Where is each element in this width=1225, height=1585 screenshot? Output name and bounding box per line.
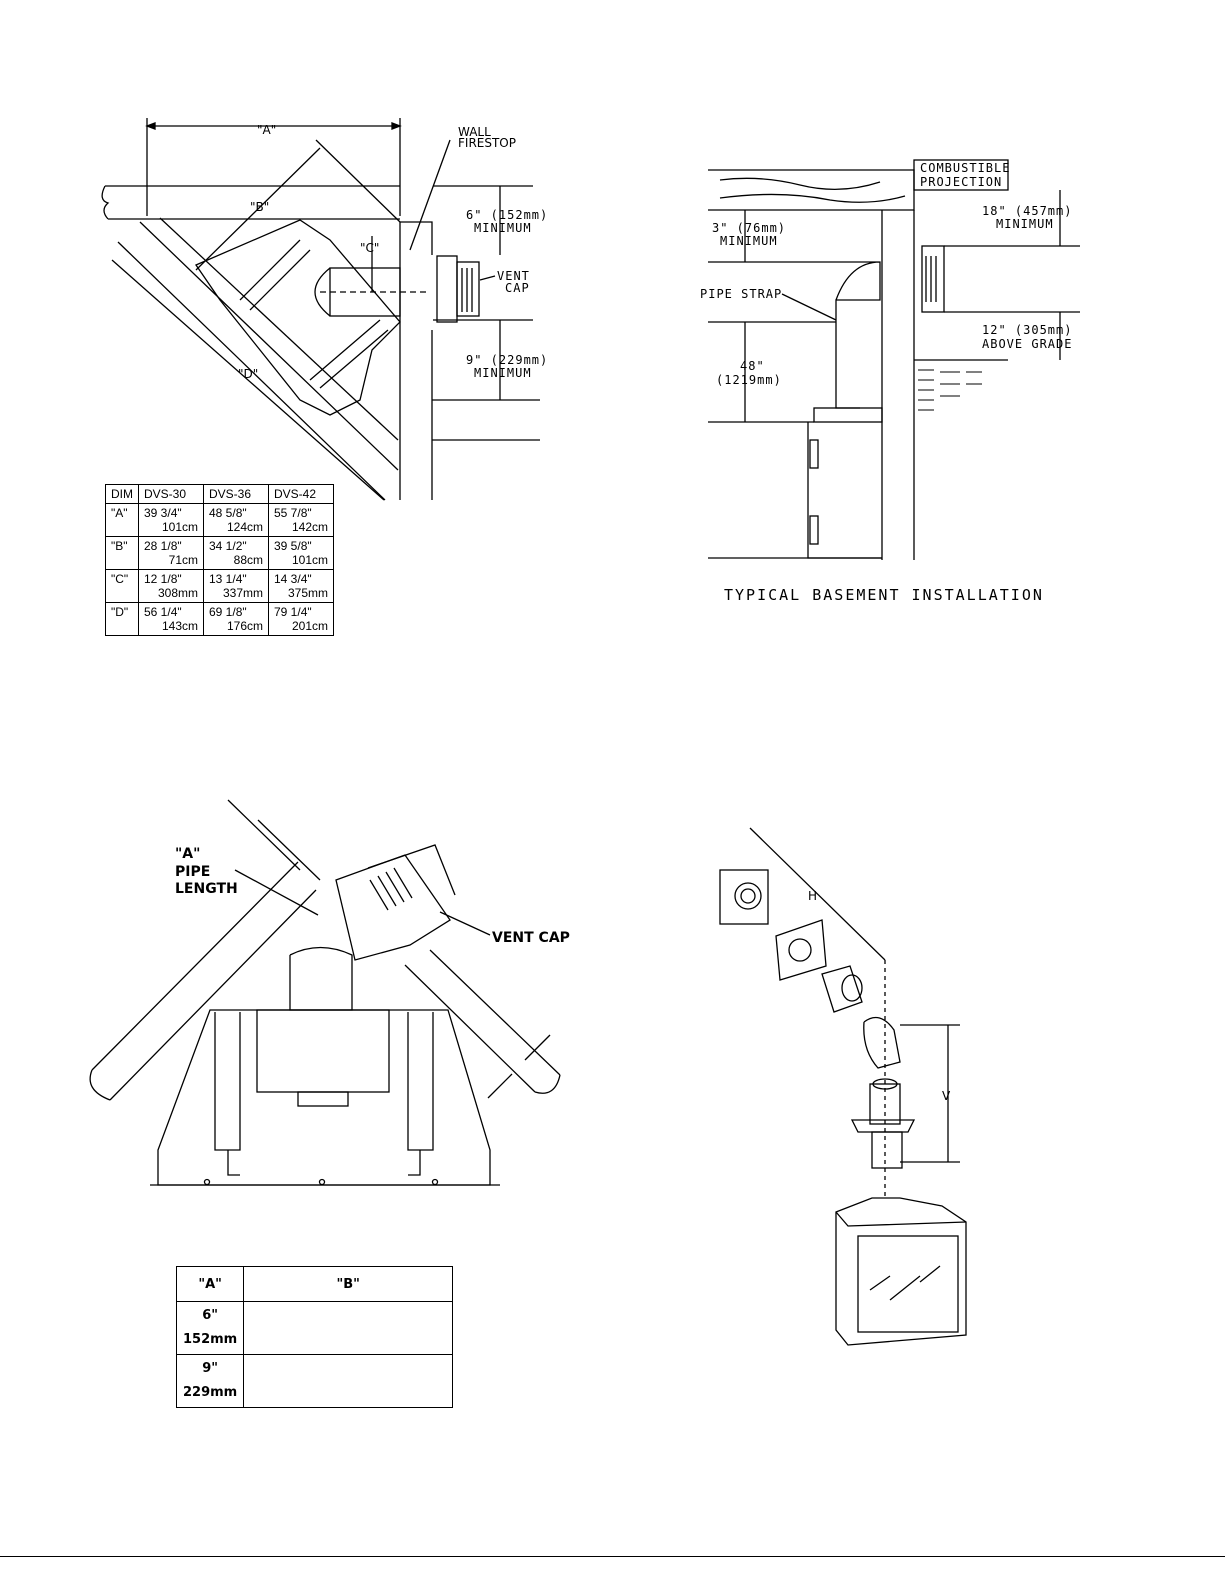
vent-cap — [436, 255, 458, 323]
combustible-projection — [708, 169, 915, 211]
value-cell: 13 1/4"337mm — [203, 569, 269, 603]
vent-elbow — [863, 1016, 901, 1069]
footer-rule — [0, 1556, 1225, 1557]
value-cell: 12 1/8"308mm — [138, 569, 204, 603]
table-row: 6"152mm — [175, 1301, 454, 1355]
b-value-cell — [243, 1301, 454, 1355]
a-value-cell: 9"229mm — [175, 1354, 245, 1408]
label-c: "C" — [360, 241, 379, 255]
vent-cap-label: VENT CAP — [492, 930, 570, 946]
combustible-label-box — [913, 159, 1009, 191]
min6-line2: MINIMUM — [474, 221, 532, 235]
value-cell: 48 5/8"124cm — [203, 503, 269, 537]
fireplace-glass — [857, 1235, 959, 1333]
value-cell: 69 1/8"176cm — [203, 602, 269, 636]
corner-vent-cross-section: "A" PIPE LENGTH VENT CAP — [89, 799, 570, 1186]
dim-cell: "A" — [105, 503, 139, 537]
ceiling-firestop — [850, 1119, 916, 1133]
height48-line1: 48" — [740, 359, 765, 373]
table-row: 9"229mm — [175, 1354, 454, 1408]
label-h: H — [808, 889, 817, 903]
table-row: "B" 28 1/8"71cm 34 1/2"88cm 39 5/8"101cm — [105, 536, 334, 570]
dimension-table: DIM DVS-30 DVS-36 DVS-42 "A" 39 3/4"101c… — [105, 484, 334, 636]
label-a: "A" — [257, 123, 276, 137]
bottom-vent-cap — [335, 854, 451, 961]
header-cell: DIM — [105, 484, 139, 504]
min3-line2: MINIMUM — [720, 234, 778, 248]
basement-installation-diagram: COMBUSTIBLE PROJECTION 18" (457mm) MINIM… — [700, 159, 1080, 560]
combustible-line1: COMBUSTIBLE — [920, 161, 1010, 175]
value-cell: 39 3/4"101cm — [138, 503, 204, 537]
value-cell: 55 7/8"142cm — [268, 503, 334, 537]
value-cell: 56 1/4"143cm — [138, 602, 204, 636]
firestop-plate — [775, 919, 827, 981]
combustible-line2: PROJECTION — [920, 175, 1002, 189]
min18-line2: MINIMUM — [996, 217, 1054, 231]
header-cell: DVS-42 — [268, 484, 334, 504]
value-cell: 28 1/8"71cm — [138, 536, 204, 570]
value-cell: 79 1/4"201cm — [268, 602, 334, 636]
min6-line1: 6" (152mm) — [466, 208, 548, 222]
vent-cap-line2: CAP — [505, 281, 530, 295]
value-cell: 39 5/8"101cm — [268, 536, 334, 570]
pipe-a-line2: PIPE — [175, 864, 210, 880]
a-value-cell: 6"152mm — [175, 1301, 245, 1355]
basement-vent-cap — [921, 245, 945, 313]
exterior-vent-plate — [719, 869, 769, 925]
ceiling-joist — [101, 185, 400, 220]
table-row: "D" 56 1/4"143cm 69 1/8"176cm 79 1/4"201… — [105, 602, 334, 636]
min9-line2: MINIMUM — [474, 366, 532, 380]
value-cell: 14 3/4"375mm — [268, 569, 334, 603]
header-cell: DVS-36 — [203, 484, 269, 504]
pipe-strap-label: PIPE STRAP — [700, 287, 782, 301]
above12-line2: ABOVE GRADE — [982, 337, 1072, 351]
exploded-vent-kit-diagram: H V — [719, 827, 967, 1346]
vent-elbow-pipe — [835, 261, 881, 409]
dim-cell: "B" — [105, 536, 139, 570]
dim-cell: "C" — [105, 569, 139, 603]
above12-line1: 12" (305mm) — [982, 323, 1072, 337]
angled-wall — [117, 221, 399, 501]
height48-line2: (1219mm) — [716, 373, 782, 387]
dim-d-line — [111, 259, 385, 501]
b-value-cell — [243, 1354, 454, 1408]
table-row: "A" 39 3/4"101cm 48 5/8"124cm 55 7/8"142… — [105, 503, 334, 537]
label-b: "B" — [250, 200, 269, 214]
vent-cap-line1: VENT — [497, 269, 530, 283]
label-d: "D" — [238, 367, 258, 381]
left-roof-wall — [91, 861, 317, 1101]
min18-line1: 18" (457mm) — [982, 204, 1072, 218]
right-roof-wall — [404, 949, 561, 1093]
header-b: "B" — [243, 1266, 454, 1302]
dim-b-line — [195, 147, 321, 271]
basement-wall — [881, 210, 915, 560]
table-header-row: DIM DVS-30 DVS-36 DVS-42 — [105, 484, 334, 504]
table-header-row: "A" "B" — [175, 1266, 454, 1302]
wall-firestop-line1: WALL — [458, 125, 491, 139]
label-v: V — [942, 1089, 951, 1103]
basement-caption: TYPICAL BASEMENT INSTALLATION — [724, 586, 1044, 604]
min3-line1: 3" (76mm) — [712, 221, 786, 235]
wall-firestop-line2: FIRESTOP — [458, 136, 516, 150]
corner-installation-diagram: "A" "B" "C" "D" WALL FIRESTOP VENT CAP 6… — [101, 118, 548, 501]
pipe-length-table: "A" "B" 6"152mm 9"229mm — [175, 1266, 454, 1408]
bottom-vent-pipe — [289, 946, 353, 1011]
vent-pipe-section — [821, 965, 863, 1013]
appliance-top — [813, 407, 883, 423]
dim-cell: "D" — [105, 602, 139, 636]
min9-line1: 9" (229mm) — [466, 353, 548, 367]
table-row: "C" 12 1/8"308mm 13 1/4"337mm 14 3/4"375… — [105, 569, 334, 603]
fireplace-unit — [195, 219, 401, 416]
corner-fireplace-unit — [157, 1009, 491, 1186]
value-cell: 34 1/2"88cm — [203, 536, 269, 570]
pipe-a-line1: "A" — [175, 846, 200, 862]
fireplace-appliance — [835, 1197, 967, 1346]
header-cell: DVS-30 — [138, 484, 204, 504]
pipe-a-line3: LENGTH — [175, 881, 238, 897]
header-a: "A" — [175, 1266, 245, 1302]
exterior-wall — [399, 222, 540, 500]
